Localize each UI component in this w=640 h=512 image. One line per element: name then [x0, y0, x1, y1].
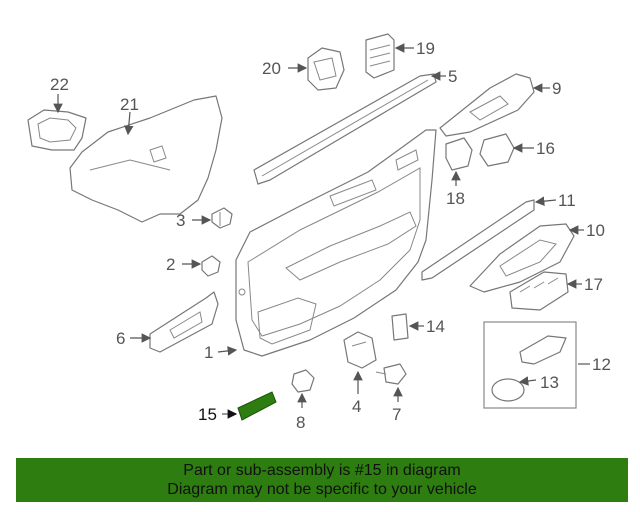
callout-13: 13	[540, 373, 559, 392]
callout-12: 12	[592, 355, 611, 374]
part-12-group	[483, 321, 577, 409]
part-17-master-switch	[509, 271, 569, 311]
callout-7: 7	[392, 405, 401, 424]
callout-5: 5	[448, 67, 457, 86]
part-7-screw	[375, 363, 407, 385]
part-19-cap	[365, 33, 395, 79]
part-14-cap	[391, 313, 409, 341]
part-20-switch	[307, 47, 345, 91]
callout-11: 11	[558, 191, 576, 210]
info-banner: Part or sub-assembly is #15 in diagram D…	[16, 458, 628, 502]
part-10-armrest-bezel	[469, 223, 575, 293]
part-5-belt-molding	[253, 73, 437, 185]
callout-3: 3	[176, 211, 185, 230]
callout-1: 1	[204, 343, 213, 362]
part-21-insulator	[69, 95, 223, 223]
part-22-bracket	[27, 109, 87, 151]
banner-line-2: Diagram may not be specific to your vehi…	[167, 481, 477, 498]
callout-17: 17	[584, 275, 603, 294]
part-18-switch	[445, 137, 473, 171]
part-8-clip	[291, 369, 315, 393]
callout-4: 4	[352, 397, 361, 416]
part-2-clip	[201, 255, 221, 277]
callout-15: 15	[198, 405, 217, 424]
callout-8: 8	[296, 413, 305, 432]
callout-18: 18	[446, 189, 465, 208]
part-3-clip	[211, 207, 233, 229]
part-4-bracket	[343, 331, 377, 369]
part-11-molding	[421, 199, 535, 281]
callout-20: 20	[262, 59, 281, 78]
part-16-switch	[479, 133, 515, 167]
callout-2: 2	[166, 255, 175, 274]
callout-21: 21	[120, 95, 139, 114]
parts-diagram: 22 21 20 19 5 9 16 18 11 3 10 2 17 14 6 …	[27, 33, 611, 432]
callout-19: 19	[416, 39, 435, 58]
callout-10: 10	[586, 221, 605, 240]
callout-16: 16	[536, 139, 555, 158]
callout-22: 22	[50, 75, 69, 94]
callout-14: 14	[426, 317, 445, 336]
callout-9: 9	[552, 79, 561, 98]
banner-line-1: Part or sub-assembly is #15 in diagram	[183, 462, 461, 479]
part-6-bezel	[149, 291, 219, 353]
part-15-highlighted	[237, 391, 277, 421]
part-1-door-panel	[235, 129, 437, 357]
callout-6: 6	[116, 329, 125, 348]
